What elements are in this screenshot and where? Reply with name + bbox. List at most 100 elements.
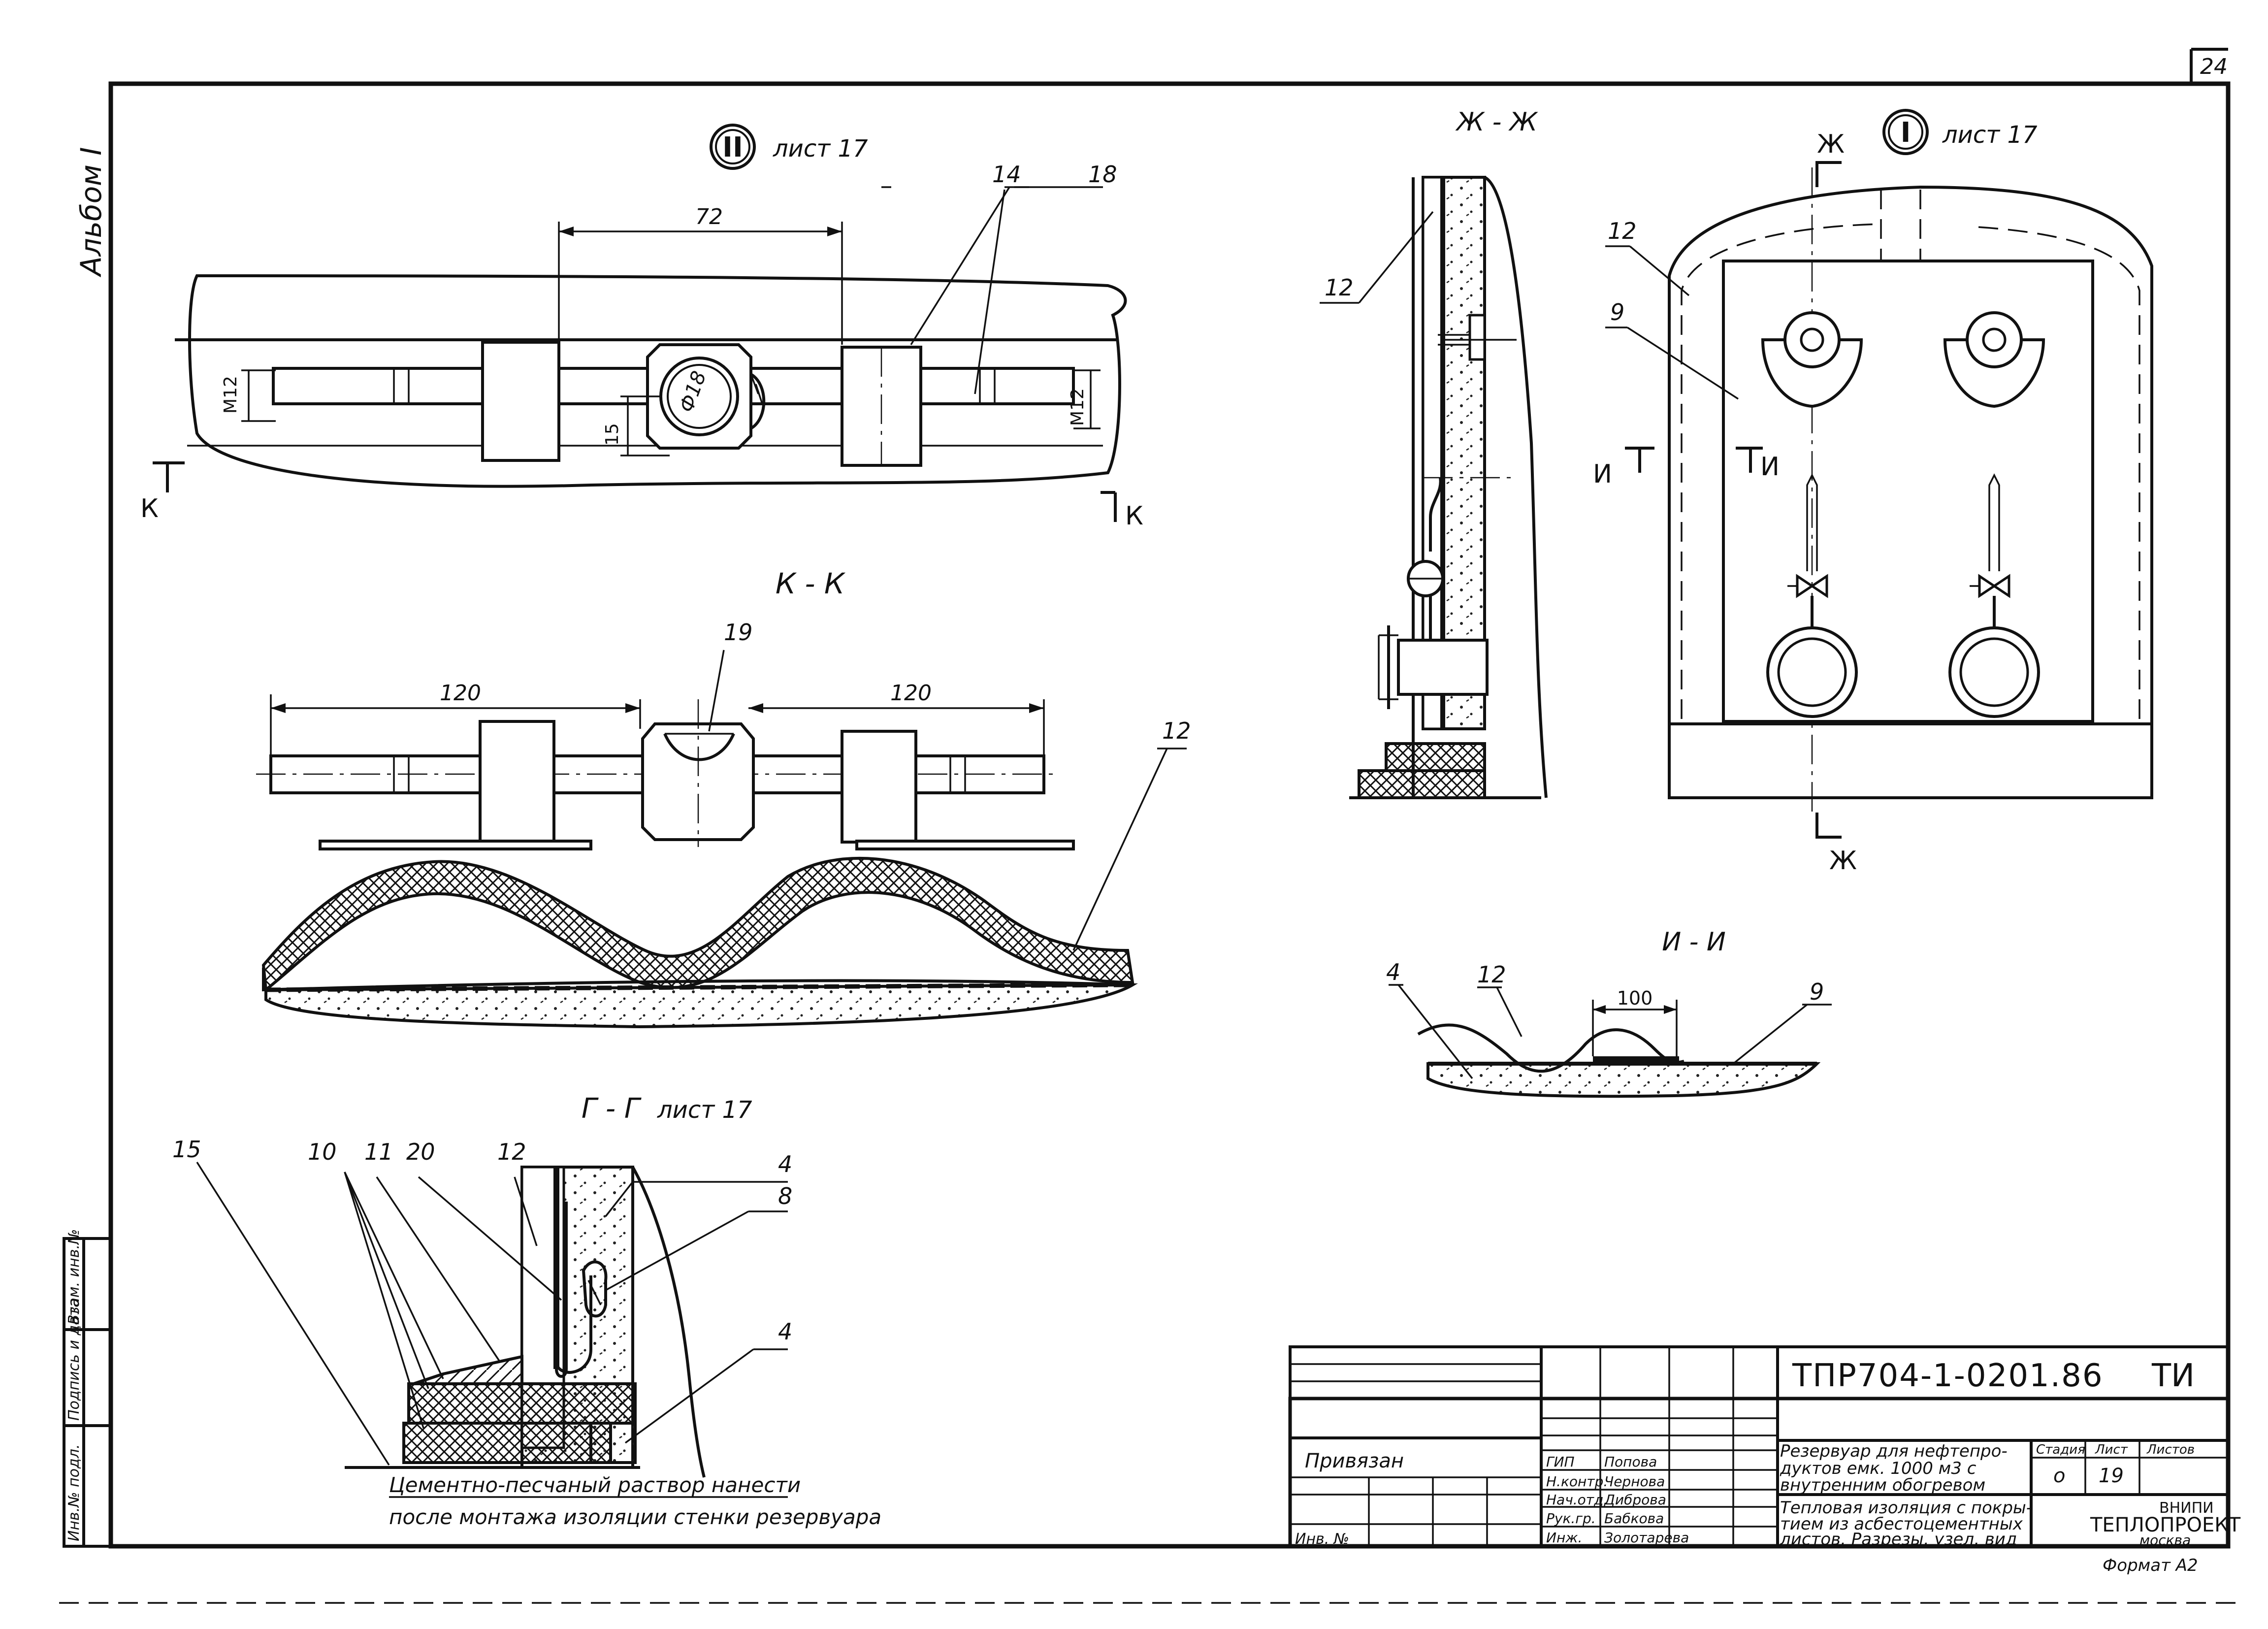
title-block-sheet-value: 19 [2099, 1465, 2124, 1487]
node-i-label-9: 9 [1610, 299, 1624, 326]
section-ii: И - И 100 4 12 9 [1386, 927, 1832, 1098]
node-i-cut-bottom: Ж [1829, 846, 1857, 876]
section-kk-clamp-right [841, 730, 917, 844]
album-label: Альбом I [74, 147, 108, 278]
node-ii-dim-15: 15 [602, 423, 622, 446]
title-block-mark: ТИ [2151, 1358, 2195, 1394]
sheet-frame [59, 48, 2245, 1604]
title-block-drawing-line3: листов. Разрезы, узел, вид [1780, 1530, 2017, 1549]
section-kk-clamp-left [479, 720, 555, 844]
title-block-privyazan: Привязан [1305, 1450, 1404, 1472]
section-zhzh-title: Ж - Ж [1455, 107, 1538, 137]
section-zhzh-label-12: 12 [1325, 274, 1354, 301]
title-block-inv-label: Инв. № [1295, 1531, 1349, 1548]
section-gg-clip [582, 1260, 608, 1318]
title-block-role-4: Рук.гр. [1546, 1510, 1596, 1527]
side-stamp: Инв.№ подл. Подпись и дата Взам. инв.№ [63, 1229, 112, 1548]
section-ii-insulation [1426, 1062, 1821, 1098]
title-block-sheet-label: Лист [2095, 1442, 2128, 1457]
section-kk-insulation-base [264, 983, 1138, 1029]
section-ii-label-4: 4 [1386, 959, 1400, 985]
title-block-org-line2: ТЕПЛОПРОЕКТ [2090, 1514, 2241, 1536]
title-block-role-1: ГИП [1546, 1454, 1575, 1470]
section-gg-title: Г - Г [582, 1093, 642, 1125]
section-ii-corrugated-sheet [1417, 1023, 1685, 1073]
title-block-role-5: Инж. [1546, 1530, 1582, 1546]
side-stamp-col2: Подпись и дата [65, 1299, 83, 1421]
node-ii-ref: лист 17 [773, 135, 868, 163]
title-block-code: ТПР704-1-0201.86 [1792, 1358, 2104, 1394]
node-i-marker-circle [1882, 109, 1929, 155]
title-block-object-line1: Резервуар для нефтепро- [1780, 1441, 2008, 1461]
title-block-sheets-label: Листов [2146, 1442, 2195, 1457]
node-ii-cut-right: К [1125, 501, 1143, 531]
title-block-format: Формат А2 [2103, 1556, 2198, 1575]
section-gg-label-4b: 4 [778, 1318, 792, 1345]
node-ii-label-14: 14 [992, 161, 1021, 188]
section-gg-label-20: 20 [406, 1139, 435, 1165]
section-gg-label-12: 12 [497, 1139, 526, 1165]
section-gg-label-10: 10 [308, 1139, 337, 1165]
node-ii-hole [659, 357, 739, 436]
node-i-pipe-left [1766, 626, 1858, 718]
section-gg-label-8: 8 [778, 1183, 792, 1209]
node-i-cut-top: Ж [1817, 130, 1845, 159]
section-ii-title: И - И [1662, 927, 1726, 957]
side-stamp-col3: Взам. инв.№ [65, 1229, 83, 1325]
section-ii-label-9: 9 [1810, 978, 1824, 1005]
section-gg-label-4a: 4 [778, 1151, 792, 1177]
title-block-drawing-line1: Тепловая изоляция с покры- [1780, 1498, 2032, 1518]
section-kk-nut [641, 722, 755, 841]
section-gg-note-line1: Цементно-песчаный раствор нанести [389, 1473, 801, 1497]
title-block-object-line2: дуктов емк. 1000 м3 с [1780, 1459, 1976, 1478]
section-ii-label-12: 12 [1477, 961, 1506, 988]
title-block-stage-label: Стадия [2036, 1442, 2085, 1457]
title-block-org-line3: москва [2139, 1532, 2191, 1548]
title-block-role-3: Нач.отд. [1546, 1492, 1608, 1508]
node-ii-m12-right: M12 [1068, 388, 1088, 426]
node-ii-m12-left: M12 [221, 376, 241, 414]
section-kk-dim-left: 120 [440, 681, 481, 706]
title-block-name-3: Диброва [1603, 1492, 1666, 1508]
title-block-name-2: Чернова [1604, 1473, 1665, 1490]
title-block-drawing-line2: тием из асбестоцементных [1780, 1514, 2023, 1534]
section-ii-dim-100: 100 [1617, 987, 1653, 1009]
title-block: ТПР704-1-0201.86 ТИ Привязан Инв. № ГИП … [1288, 1345, 2241, 1575]
node-ii-dim-72: 72 [695, 204, 723, 229]
node-i-cut-left: И [1593, 459, 1612, 489]
node-i-pipe-right [1948, 626, 2040, 718]
title-block-name-4: Бабкова [1604, 1510, 1664, 1527]
title-block-org-line1: ВНИПИ [2159, 1499, 2214, 1517]
title-block-name-1: Попова [1604, 1454, 1657, 1470]
node-ii-cut-left: К [140, 494, 159, 523]
node-ii-clamp-left [481, 341, 560, 462]
side-stamp-col1: Инв.№ подл. [65, 1444, 83, 1541]
section-zhzh-pipe [1397, 639, 1489, 696]
section-kk: К - К 120 120 19 [256, 567, 1191, 1029]
section-kk-label-19: 19 [724, 619, 753, 646]
section-zhzh: Ж - Ж 12 [1320, 107, 1548, 799]
title-block-name-5: Золотарева [1604, 1530, 1689, 1546]
node-i-ref: лист 17 [1942, 121, 2038, 149]
sheet-number: 24 [2200, 54, 2228, 79]
title-block-stage-value: о [2053, 1465, 2065, 1487]
section-kk-title: К - К [776, 567, 846, 600]
node-ii-marker: II [722, 131, 743, 163]
section-gg-label-15: 15 [172, 1136, 201, 1163]
node-i-view: I лист 17 12 [1593, 109, 2153, 876]
section-kk-corrugated-sheet [261, 856, 1134, 993]
section-gg-note-line2: после монтажа изоляции стенки резервуара [389, 1505, 881, 1529]
node-i-marker: I [1901, 117, 1911, 149]
node-ii-label-18: 18 [1088, 161, 1117, 188]
section-gg-ref: лист 17 [657, 1096, 752, 1124]
node-i-cut-right: И [1760, 452, 1780, 482]
section-kk-label-12: 12 [1162, 717, 1191, 744]
node-i-base [1668, 722, 2153, 799]
node-i-label-12: 12 [1608, 218, 1637, 244]
node-ii-view: II лист 17 72 Ф18 M12 [140, 124, 1143, 531]
node-i-inner-frame [1722, 260, 2094, 723]
section-gg: Г - Г лист 17 15 10 11 20 1 [172, 1093, 881, 1529]
title-block-object-line3: внутренним обогревом [1780, 1475, 1985, 1495]
section-kk-dim-right: 120 [890, 681, 932, 706]
